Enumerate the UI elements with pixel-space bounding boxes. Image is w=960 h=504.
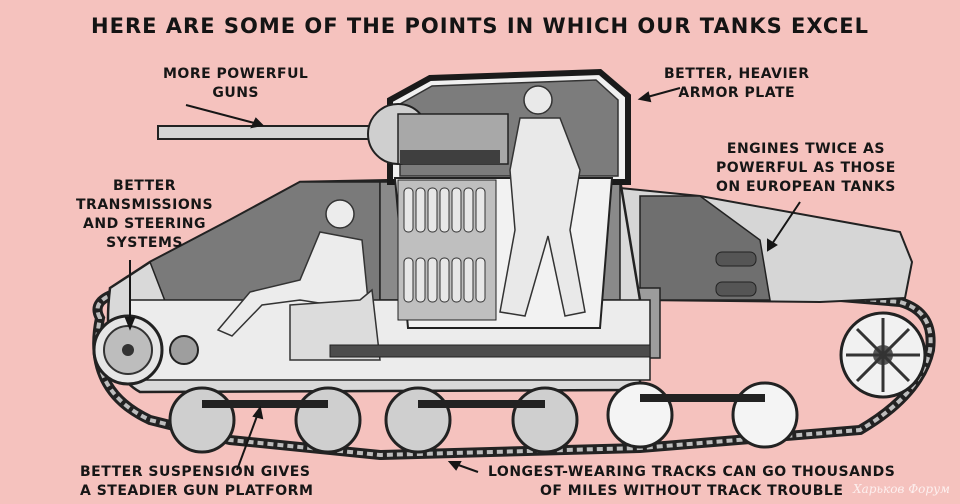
rear-idler-wheel (839, 311, 927, 399)
callout-suspension-line-2: A STEADIER GUN PLATFORM (80, 483, 314, 499)
callout-tracks-line-2: OF MILES WITHOUT TRACK TROUBLE (539, 483, 844, 499)
callout-transmissions-line-2: TRANSMISSIONS (76, 197, 214, 213)
callout-transmissions: BETTER TRANSMISSIONS AND STEERING SYSTEM… (76, 177, 213, 253)
callout-guns-line-2: GUNS (212, 85, 260, 101)
gunner-figure (499, 85, 586, 317)
callout-tracks: LONGEST-WEARING TRACKS CAN GO THOUSANDS … (488, 463, 895, 501)
callout-transmissions-line-1: BETTER (113, 178, 177, 194)
callout-transmissions-line-4: SYSTEMS (106, 235, 183, 251)
callout-transmissions-line-3: AND STEERING (83, 216, 207, 232)
watermark: Харьков Форум (853, 482, 950, 496)
callout-guns: MORE POWERFUL GUNS (163, 65, 308, 103)
leader-lines (124, 87, 801, 473)
callout-armor: BETTER, HEAVIER ARMOR PLATE (664, 65, 810, 103)
callout-tracks-line-1: LONGEST-WEARING TRACKS CAN GO THOUSANDS (488, 464, 896, 480)
callout-suspension: BETTER SUSPENSION GIVES A STEADIER GUN P… (80, 463, 313, 501)
callout-engines: ENGINES TWICE AS POWERFUL AS THOSE ON EU… (716, 140, 896, 197)
callout-engines-line-3: ON EUROPEAN TANKS (716, 179, 896, 195)
callout-engines-line-2: POWERFUL AS THOSE (716, 160, 896, 176)
callout-armor-line-1: BETTER, HEAVIER (664, 66, 810, 82)
main-gun (157, 103, 509, 165)
callout-armor-line-2: ARMOR PLATE (678, 85, 796, 101)
drive-shaft (329, 344, 651, 358)
shell-rack (397, 179, 497, 321)
callout-suspension-line-1: BETTER SUSPENSION GIVES (80, 464, 311, 480)
front-sprocket (92, 314, 199, 386)
callout-engines-line-1: ENGINES TWICE AS (726, 141, 885, 157)
callout-guns-line-1: MORE POWERFUL (163, 66, 309, 82)
driver-figure (216, 199, 381, 361)
diagram-title: HERE ARE SOME OF THE POINTS IN WHICH OUR… (91, 14, 869, 38)
bogie-arms (202, 394, 765, 408)
